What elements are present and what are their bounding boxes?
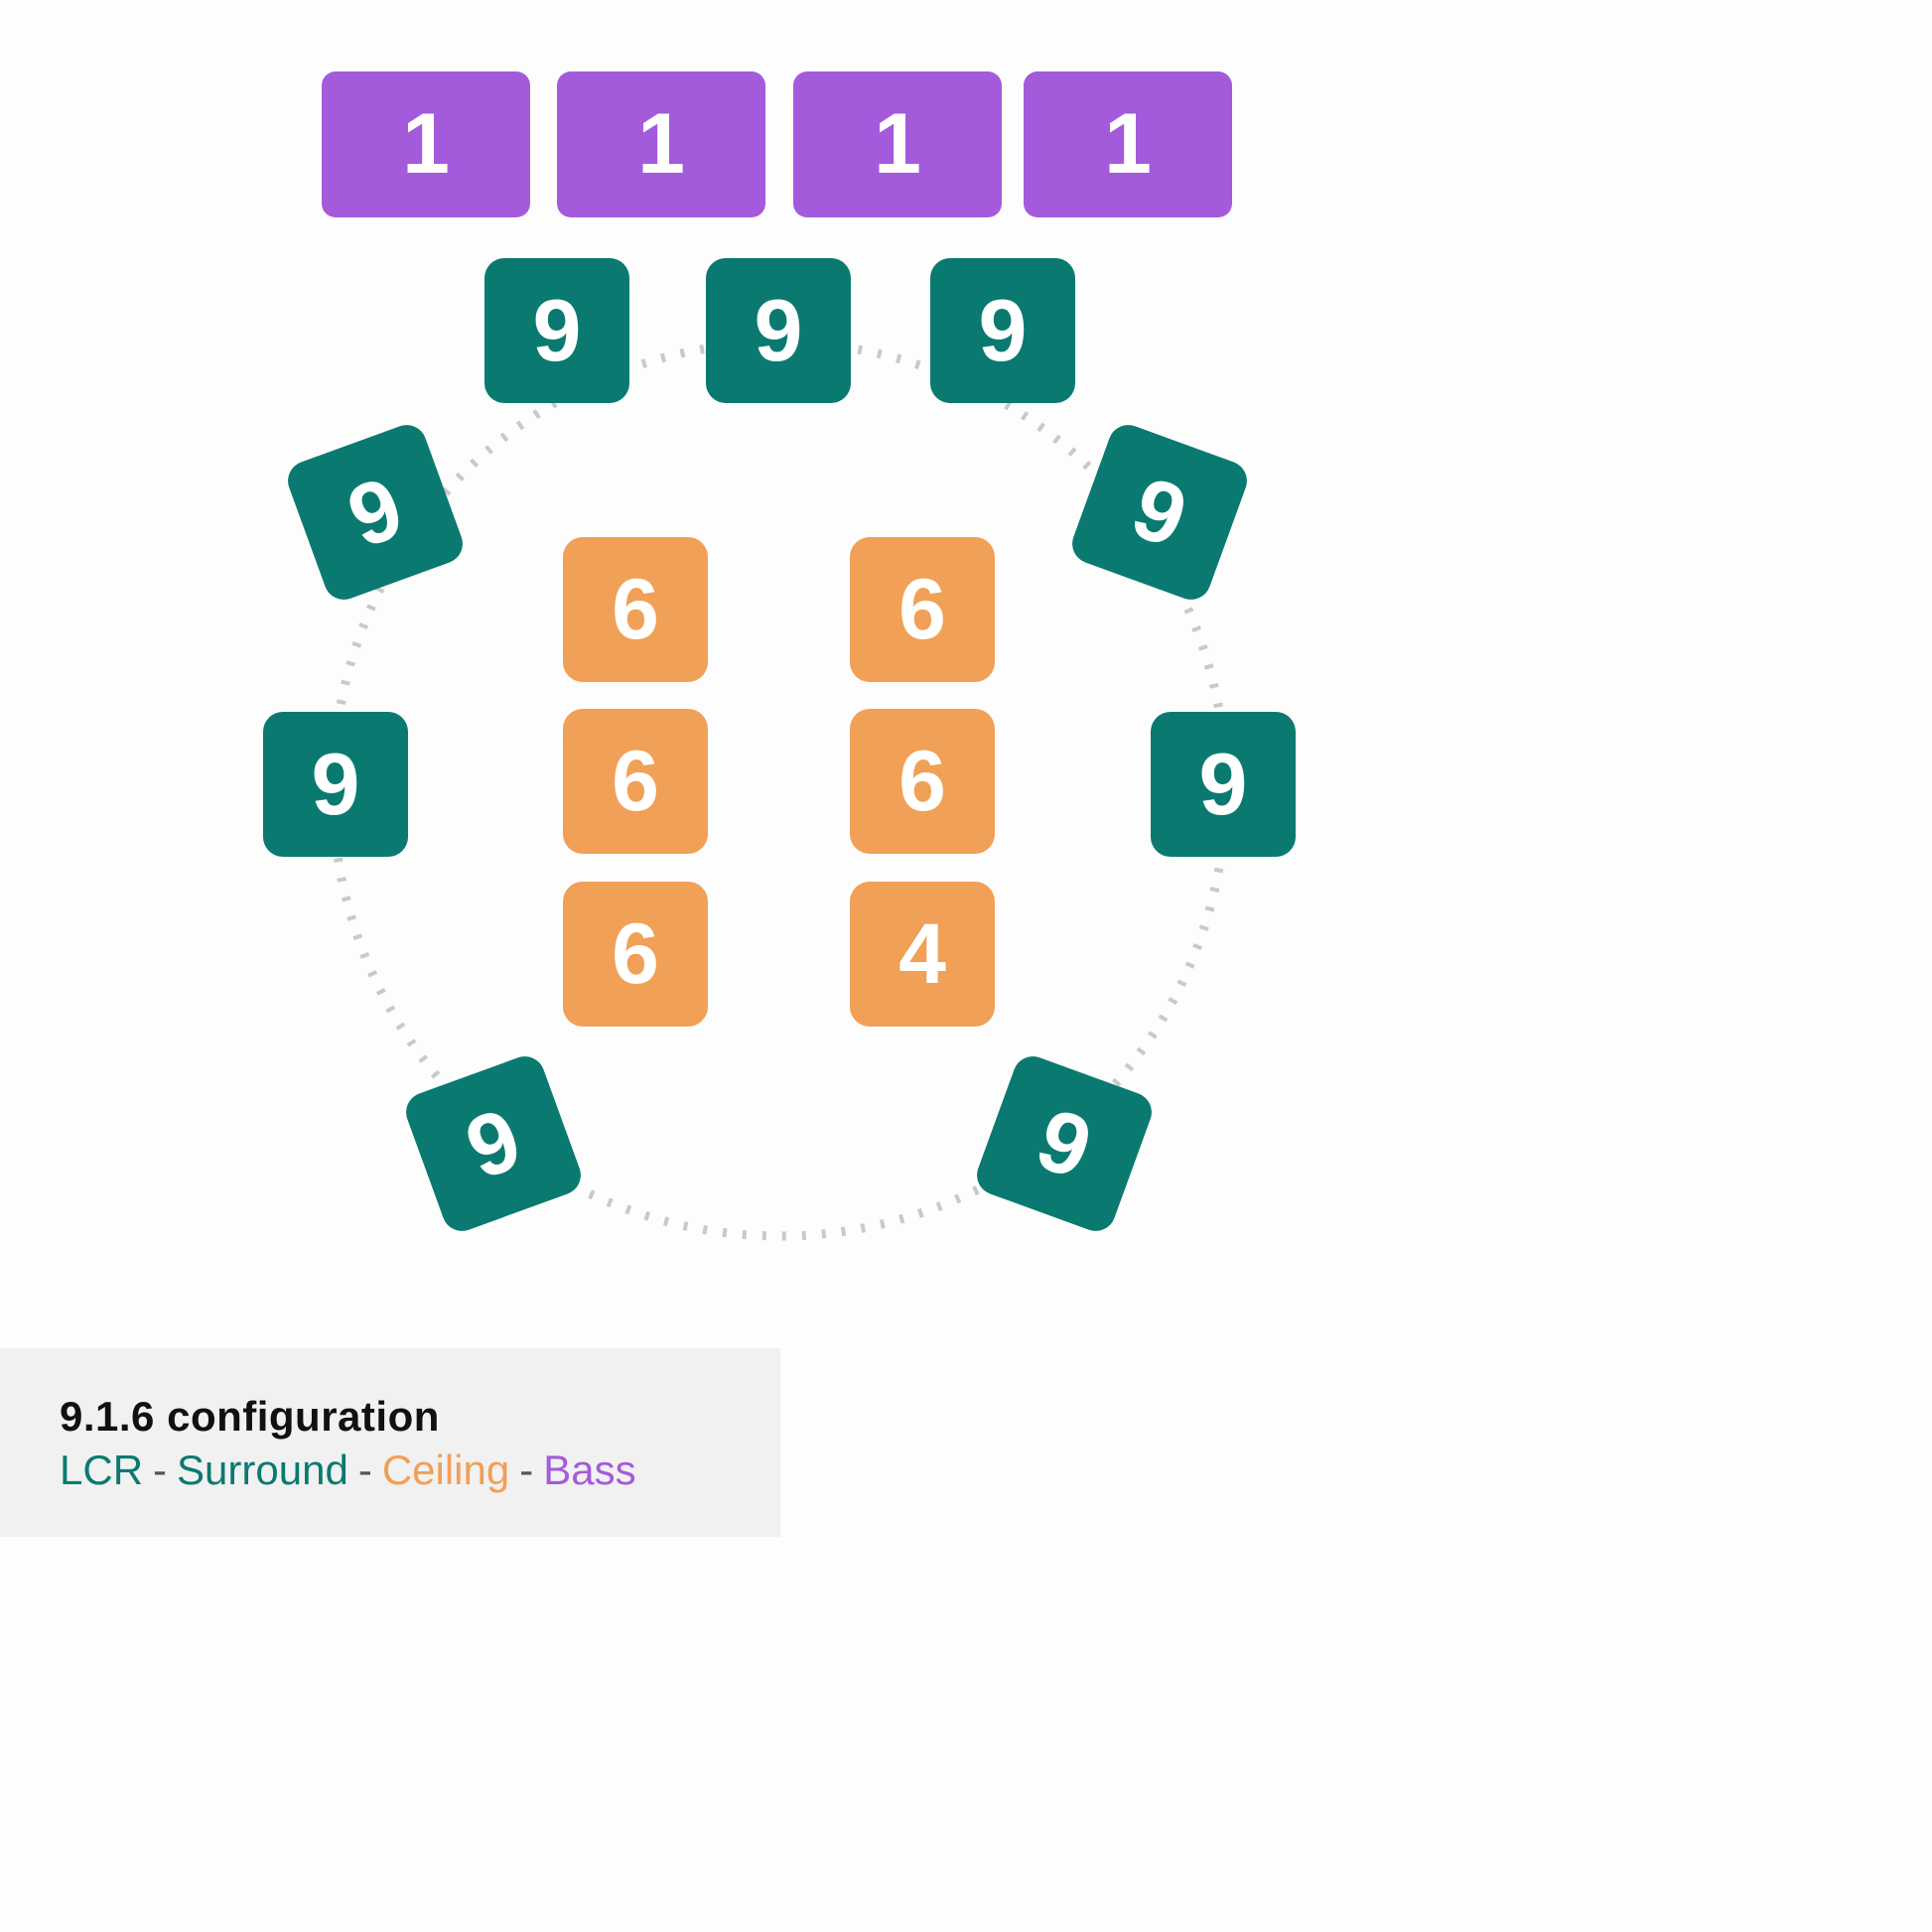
ceiling-speaker-label: 6 <box>898 733 946 829</box>
legend-separator: - <box>357 1447 372 1494</box>
ceiling-speaker-tile-right-front: 6 <box>850 537 995 682</box>
bass-speaker-label: 1 <box>637 96 685 192</box>
legend-item-ceiling: Ceiling <box>381 1447 510 1494</box>
ceiling-speaker-tile-left-rear: 6 <box>563 882 708 1027</box>
surround-speaker-label: 9 <box>532 281 582 379</box>
ceiling-speaker-label: 6 <box>612 561 659 657</box>
surround-speaker-tile-side-right: 9 <box>1151 712 1296 857</box>
ceiling-speaker-label: 6 <box>612 905 659 1002</box>
ceiling-speaker-label: 6 <box>898 561 946 657</box>
surround-speaker-label: 9 <box>335 457 415 567</box>
surround-speaker-label: 9 <box>1120 457 1200 567</box>
surround-speaker-tile-front-right: 9 <box>930 258 1075 403</box>
legend: LCR-Surround-Ceiling-Bass <box>60 1446 780 1495</box>
surround-speaker-label: 9 <box>453 1088 533 1198</box>
bass-speaker-tile: 1 <box>793 71 1002 217</box>
ceiling-speaker-label: 6 <box>612 733 659 829</box>
surround-speaker-label: 9 <box>978 281 1028 379</box>
bass-speaker-tile: 1 <box>557 71 765 217</box>
legend-item-bass: Bass <box>543 1447 636 1494</box>
bass-speaker-label: 1 <box>402 96 450 192</box>
ceiling-speaker-label: 4 <box>898 905 946 1002</box>
surround-speaker-label: 9 <box>311 735 360 833</box>
ceiling-speaker-tile-right-middle: 6 <box>850 709 995 854</box>
surround-speaker-label: 9 <box>754 281 803 379</box>
caption-panel: 9.1.6 configuration LCR-Surround-Ceiling… <box>0 1348 780 1537</box>
ceiling-speaker-tile-right-rear: 4 <box>850 882 995 1027</box>
legend-separator: - <box>153 1447 168 1494</box>
surround-speaker-tile-front-center: 9 <box>706 258 851 403</box>
bass-speaker-tile: 1 <box>1024 71 1232 217</box>
ceiling-speaker-tile-left-front: 6 <box>563 537 708 682</box>
legend-separator: - <box>519 1447 534 1494</box>
ceiling-speaker-tile-left-middle: 6 <box>563 709 708 854</box>
legend-item-lcr: LCR <box>60 1447 144 1494</box>
surround-speaker-tile-side-left: 9 <box>263 712 408 857</box>
surround-speaker-label: 9 <box>1198 735 1248 833</box>
legend-item-surround: Surround <box>177 1447 348 1494</box>
surround-speaker-label: 9 <box>1025 1088 1105 1198</box>
diagram-title: 9.1.6 configuration <box>60 1393 440 1440</box>
bass-speaker-label: 1 <box>1104 96 1152 192</box>
bass-speaker-label: 1 <box>874 96 921 192</box>
surround-speaker-tile-front-left: 9 <box>484 258 629 403</box>
bass-speaker-tile: 1 <box>322 71 530 217</box>
